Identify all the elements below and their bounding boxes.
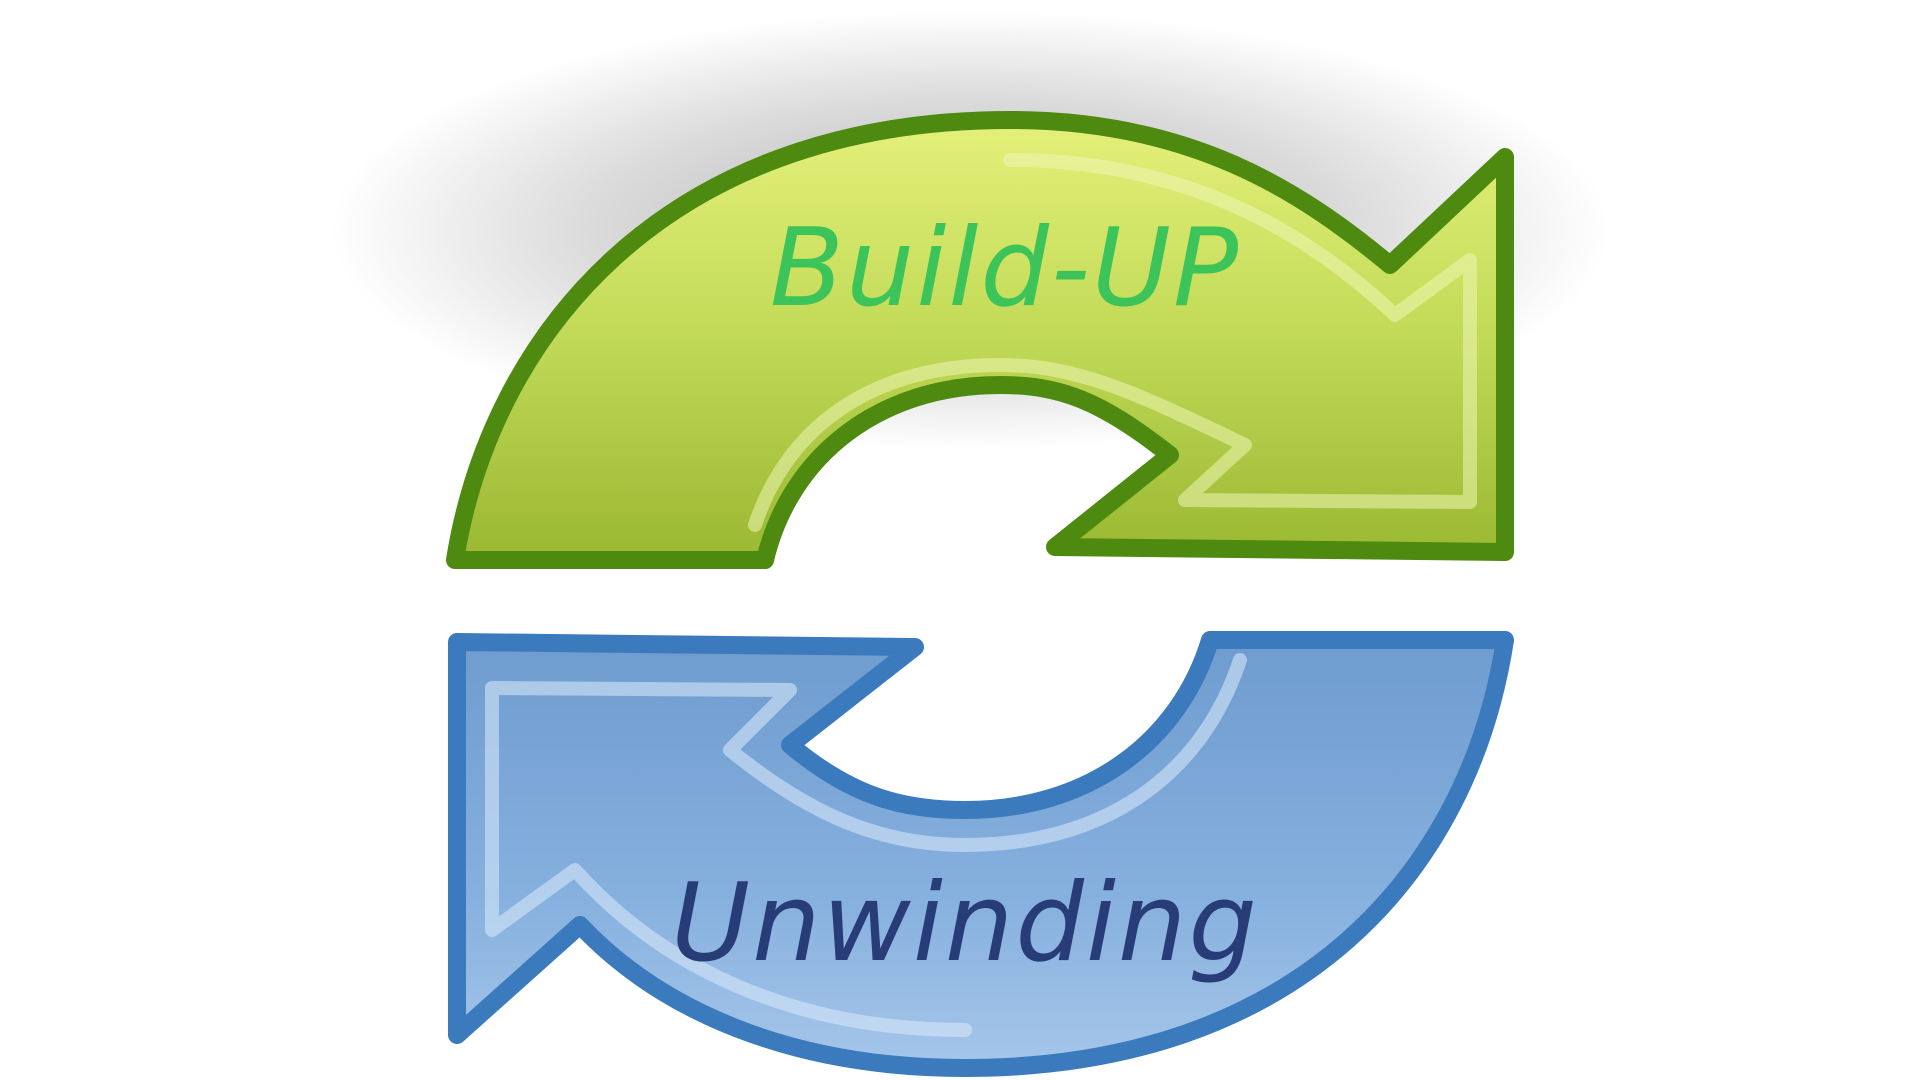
unwinding-label: Unwinding — [671, 861, 1259, 986]
unwinding-arrow-highlight — [485, 653, 1247, 1037]
build-up-arrow-highlight — [748, 153, 1477, 532]
build-up-arrow: Build-UP — [446, 111, 1514, 569]
unwinding-arrow: Unwinding — [448, 631, 1514, 1077]
build-up-label: Build-UP — [770, 206, 1240, 331]
unwinding-arrow-body — [448, 631, 1514, 1077]
